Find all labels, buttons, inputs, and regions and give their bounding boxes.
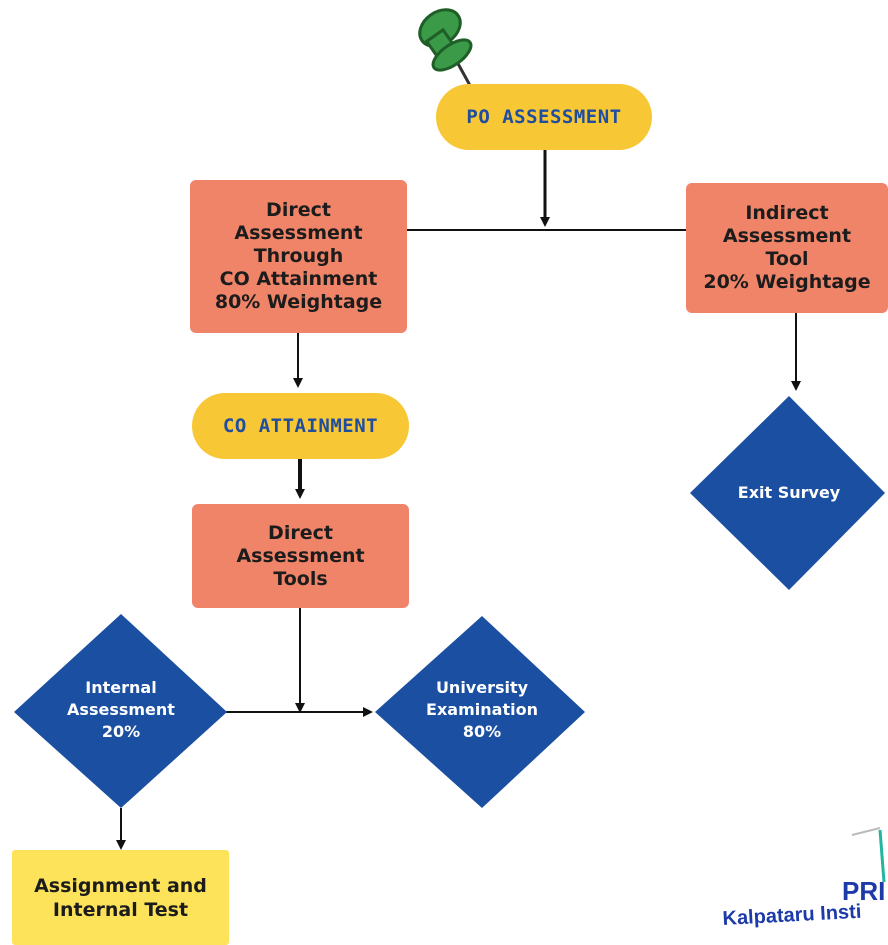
po-assessment-label: PO ASSESSMENT: [466, 106, 622, 128]
assignment-internal-test-node: Assignment and Internal Test: [12, 850, 229, 945]
direct-assessment-tools-label: Direct Assessment Tools: [236, 521, 365, 590]
po-assessment-node: PO ASSESSMENT: [436, 84, 652, 150]
exit-survey-node: Exit Survey: [700, 470, 878, 516]
direct-assessment-co-label: Direct Assessment Through CO Attainment …: [214, 199, 383, 313]
exit-survey-diamond: [690, 396, 885, 590]
university-examination-diamond: [375, 616, 585, 808]
stamp-edge-line-2: [851, 827, 881, 836]
direct-assessment-tools-node: Direct Assessment Tools: [192, 504, 409, 608]
university-examination-node: University Examination 80%: [390, 672, 574, 748]
internal-assessment-node: Internal Assessment 20%: [30, 672, 212, 748]
indirect-assessment-label: Indirect Assessment Tool 20% Weightage: [703, 202, 871, 293]
university-examination-label: University Examination 80%: [426, 678, 538, 741]
co-attainment-label: CO ATTAINMENT: [222, 415, 379, 437]
stamp-text-line1: PRI: [842, 876, 886, 906]
co-attainment-node: CO ATTAINMENT: [192, 393, 409, 459]
stamp-edge-line: [878, 829, 886, 883]
internal-assessment-label: Internal Assessment 20%: [67, 678, 175, 741]
push-pin-icon: [418, 8, 480, 102]
indirect-assessment-node: Indirect Assessment Tool 20% Weightage: [686, 183, 888, 313]
direct-assessment-co-node: Direct Assessment Through CO Attainment …: [190, 180, 407, 333]
assignment-internal-test-label: Assignment and Internal Test: [34, 874, 207, 921]
internal-assessment-diamond: [14, 614, 227, 808]
exit-survey-label: Exit Survey: [737, 483, 841, 502]
